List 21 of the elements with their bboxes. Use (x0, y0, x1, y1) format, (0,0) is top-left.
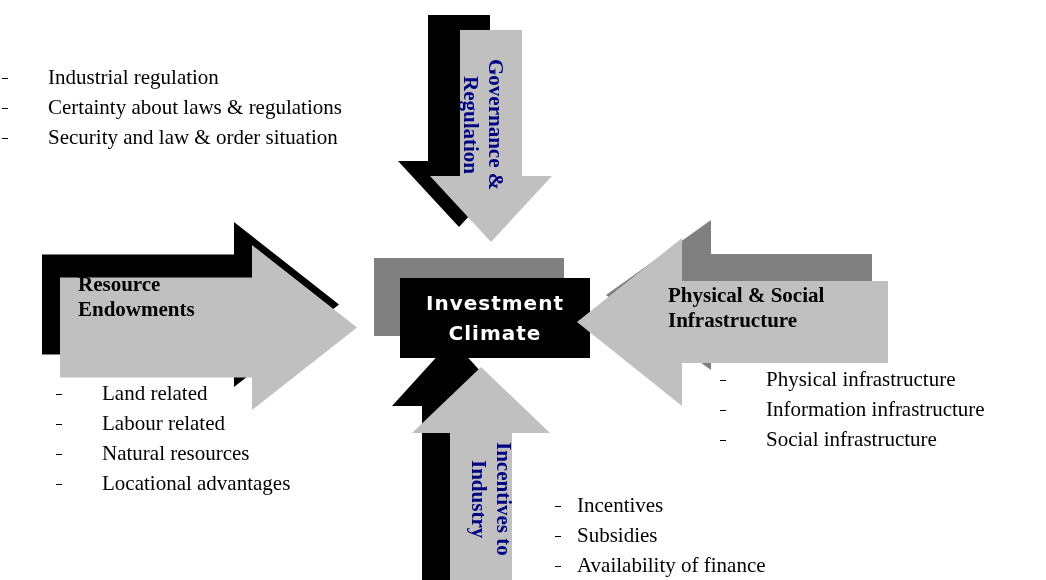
list-item: Subsidies (553, 520, 658, 550)
list-item: Locational advantages (54, 468, 291, 498)
arrow-label: Incentives to Industry (466, 441, 516, 558)
list-item: Security and law & order situation (0, 122, 338, 152)
arrow-label: Physical & Social Infrastructure (668, 283, 826, 333)
list-item: Natural resources (54, 438, 250, 468)
list-item: Industrial regulation (0, 62, 219, 92)
node-label: Investment Climate (425, 290, 565, 347)
process-box (374, 258, 590, 358)
block-arrow (395, 15, 552, 243)
block-arrow (40, 220, 358, 412)
list-item: Incentives (553, 490, 664, 520)
list-item: Labour related (54, 408, 226, 438)
list-item: Social infrastructure (718, 424, 937, 454)
arrow-label: Governance & Regulation (458, 58, 508, 193)
list-item: Availability of finance (553, 550, 766, 580)
list-item: Physical infrastructure (718, 364, 956, 394)
arrow-label: Resource Endowments (78, 272, 196, 322)
list-item: Information infrastructure (718, 394, 985, 424)
list-item: Certainty about laws & regulations (0, 92, 342, 122)
list-item: Land related (54, 378, 208, 408)
